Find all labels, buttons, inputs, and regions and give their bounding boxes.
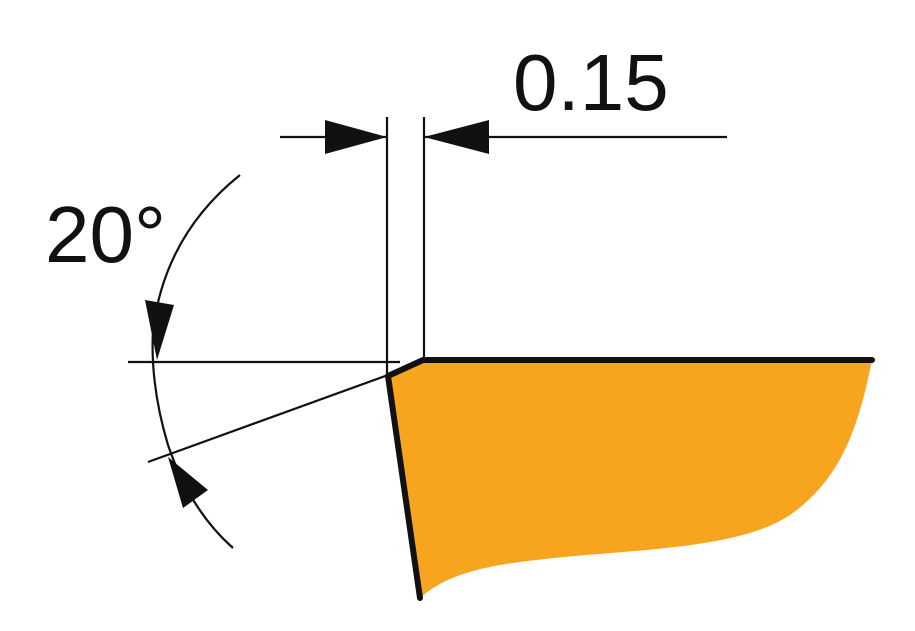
width-dimension-arrow-left	[325, 120, 387, 154]
insert-body	[388, 360, 872, 598]
width-dimension-arrow-right	[424, 120, 489, 154]
chamfer-angle-label: 20°	[45, 190, 166, 279]
insert-cutting-edge	[385, 357, 875, 601]
chamfer-width-label: 0.15	[513, 38, 669, 127]
angle-dimension-arc	[151, 174, 241, 549]
angle-dimension-arrow-bottom	[168, 457, 208, 508]
chamfer-angle-line	[147, 373, 389, 464]
angle-dimension-arrow-top	[145, 300, 174, 360]
